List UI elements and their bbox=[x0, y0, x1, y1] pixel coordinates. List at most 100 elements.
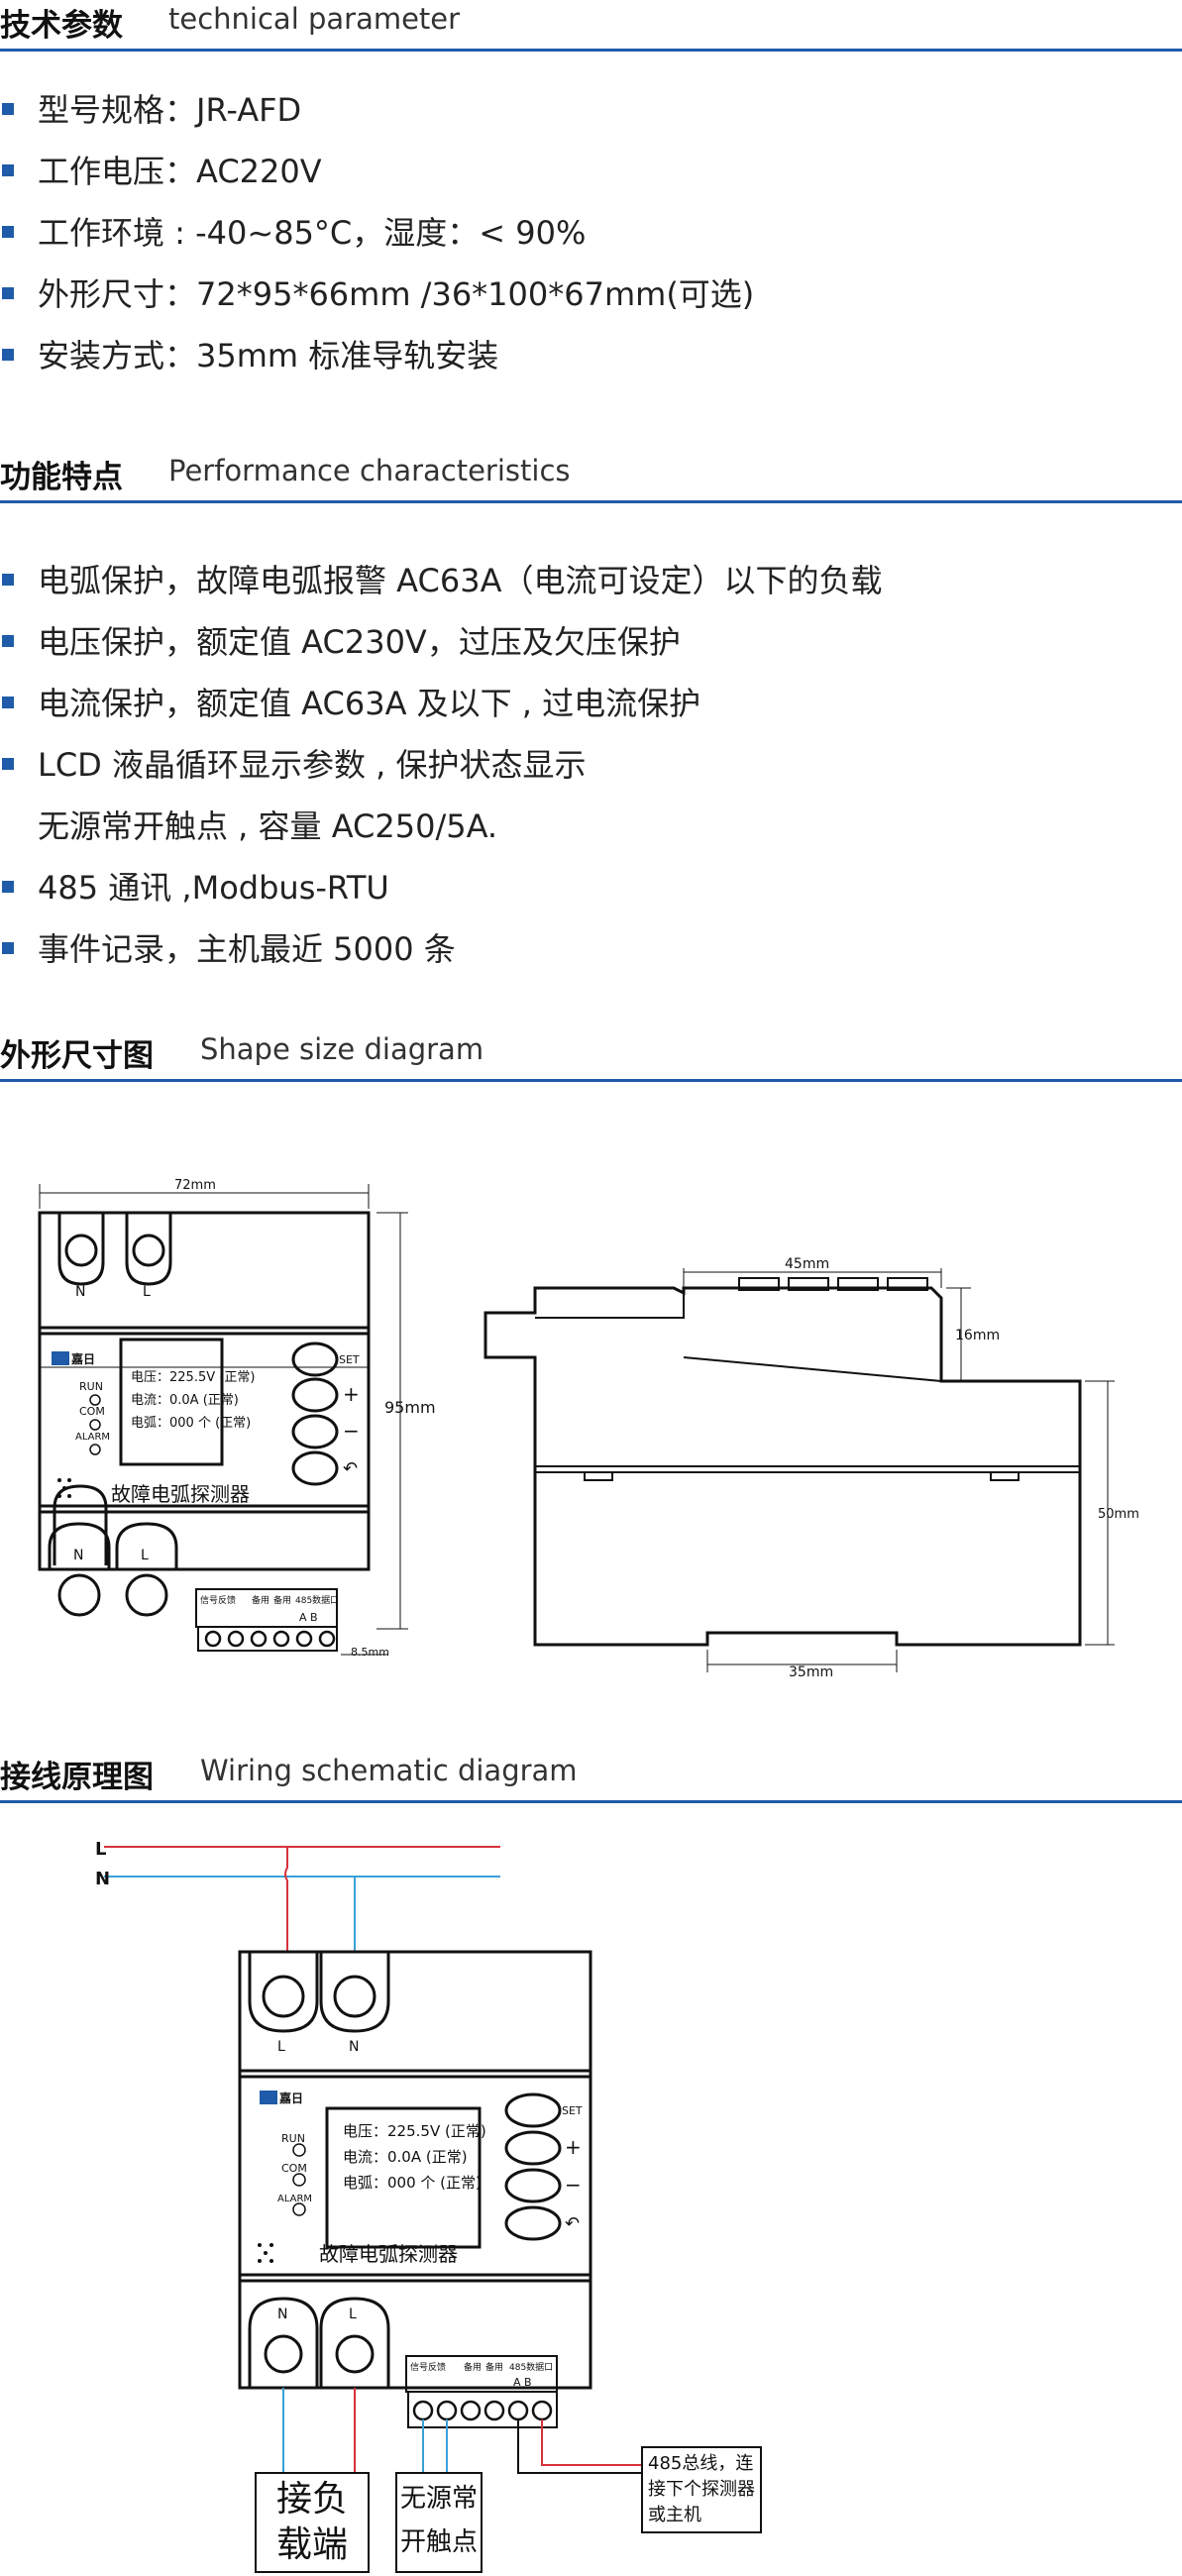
wiring-terminal-screws bbox=[412, 2400, 553, 2421]
section-title-en: Performance characteristics bbox=[168, 454, 571, 487]
list-item: 电压保护，额定值 AC230V，过压及欠压保护 bbox=[0, 611, 882, 673]
side-view bbox=[484, 1277, 1082, 1647]
list-item: 电流保护，额定值 AC63A 及以下 , 过电流保护 bbox=[0, 673, 882, 734]
speaker-icon bbox=[57, 1478, 71, 1498]
lcd-voltage: 电压：225.5V (正常) bbox=[131, 1370, 255, 1385]
list-item: 外形尺寸：72*95*66mm /36*100*67mm(可选) bbox=[0, 264, 754, 325]
wiring-led-com: COM bbox=[281, 2162, 307, 2175]
section-header-wiring: 接线原理图 Wiring schematic diagram bbox=[0, 1752, 1182, 1803]
wiring-upper-term-l: L bbox=[277, 2039, 285, 2055]
section-header-shape: 外形尺寸图 Shape size diagram bbox=[0, 1030, 1182, 1082]
contact-box bbox=[395, 2472, 483, 2573]
bullet-square-icon bbox=[2, 226, 14, 238]
shape-size-diagram: 嘉日 电压：225.5V (正常) 电流：0.0A (正常) 电弧：000 个 … bbox=[38, 1178, 1139, 1680]
bullet-square-icon bbox=[2, 287, 14, 299]
lcd-current: 电流：0.0A (正常) bbox=[131, 1393, 239, 1408]
load-box bbox=[255, 2472, 370, 2573]
list-item: 无源常开触点 , 容量 AC250/5A. bbox=[38, 807, 498, 845]
led-indicators bbox=[89, 1394, 101, 1455]
dim-base-label: 8.5mm bbox=[351, 1646, 389, 1659]
bullet-square-icon bbox=[2, 574, 14, 586]
wiring-lower-term-l: L bbox=[349, 2307, 357, 2322]
section-header-perf: 功能特点 Performance characteristics bbox=[0, 452, 1182, 503]
wiring-label-spare-1: 备用 bbox=[464, 2361, 482, 2373]
section-rule bbox=[0, 1079, 1182, 1082]
dim-width-label: 72mm bbox=[174, 1178, 216, 1193]
lcd-arc: 电弧：000 个 (正常) bbox=[131, 1416, 251, 1431]
dim-depth-label: 50mm bbox=[1098, 1507, 1139, 1522]
section-header-tech: 技术参数 technical parameter bbox=[0, 0, 1182, 52]
list-item: 485 通讯 ,Modbus-RTU bbox=[0, 857, 882, 918]
label-ab: A B bbox=[299, 1611, 318, 1624]
list-item: 工作电压：AC220V bbox=[0, 141, 754, 202]
section-rule bbox=[0, 500, 1182, 503]
label-signal: 信号反馈 bbox=[200, 1594, 236, 1606]
front-view bbox=[38, 1211, 371, 1652]
bullet-square-icon bbox=[2, 881, 14, 893]
led-run-label: RUN bbox=[79, 1380, 103, 1393]
bullet-square-icon bbox=[2, 349, 14, 361]
load-box-label: 接负载端 bbox=[275, 2479, 348, 2565]
label-spare-1: 备用 bbox=[252, 1594, 269, 1606]
bullet-square-icon bbox=[2, 164, 14, 176]
brand-logo-icon bbox=[52, 1351, 69, 1365]
tech-list: 型号规格：JR-AFD 工作电压：AC220V 工作环境 : -40~85°C，… bbox=[0, 79, 754, 386]
wiring-brand-logo-icon bbox=[260, 2091, 277, 2104]
line-l-label: L bbox=[95, 1839, 106, 1860]
btn-set-label: SET bbox=[339, 1353, 360, 1366]
label-spare-2: 备用 bbox=[273, 1594, 291, 1606]
contact-box-label: 无源常开触点 bbox=[399, 2484, 478, 2557]
list-item: LCD 液晶循环显示参数 , 保护状态显示 bbox=[0, 734, 882, 796]
label-485: 485数据口 bbox=[295, 1594, 339, 1606]
wiring-btn-set: SET bbox=[562, 2104, 583, 2117]
dim-top-label: 45mm bbox=[785, 1256, 829, 1272]
wiring-lcd-voltage: 电压：225.5V (正常) bbox=[343, 2122, 486, 2140]
front-lower-terminals bbox=[48, 1522, 178, 1569]
wiring-led-alarm: ALARM bbox=[277, 2194, 312, 2204]
bullet-square-icon bbox=[2, 942, 14, 954]
list-item: 工作环境 : -40~85°C，湿度：< 90% bbox=[0, 202, 754, 264]
wiring-diagram: L N 嘉日 RUN COM ALARM 电压：225.5V (正常) 电流：0… bbox=[95, 1839, 762, 2573]
section-title-en: Shape size diagram bbox=[200, 1032, 484, 1066]
wiring-led-indicators bbox=[292, 2143, 306, 2216]
wiring-label-signal: 信号反馈 bbox=[410, 2361, 446, 2373]
upper-term-n: N bbox=[75, 1284, 85, 1300]
section-title-zh: 外形尺寸图 bbox=[0, 1038, 154, 1074]
bullet-square-icon bbox=[2, 635, 14, 647]
dim-step-label: 16mm bbox=[955, 1328, 1000, 1343]
wiring-led-run: RUN bbox=[281, 2132, 305, 2145]
btn-plus-label: + bbox=[343, 1382, 360, 1406]
list-item: 型号规格：JR-AFD bbox=[0, 79, 754, 141]
wiring-upper-term-n: N bbox=[349, 2039, 359, 2055]
section-title-en: Wiring schematic diagram bbox=[200, 1754, 578, 1787]
lower-term-n: N bbox=[73, 1548, 83, 1563]
section-title-zh: 接线原理图 bbox=[0, 1760, 154, 1795]
wiring-device bbox=[238, 1950, 592, 2428]
section-title-zh: 技术参数 bbox=[0, 8, 123, 44]
line-n-label: N bbox=[95, 1869, 110, 1889]
section-rule bbox=[0, 49, 1182, 52]
bus-box-label: 485总线，连接下个探测器或主机 bbox=[648, 2453, 755, 2525]
brand-name: 嘉日 bbox=[70, 1351, 95, 1366]
dim-lines-front bbox=[39, 1184, 408, 1656]
list-item: 电弧保护，故障电弧报警 AC63A（电流可设定）以下的负载 bbox=[0, 550, 882, 611]
dim-lines-side bbox=[683, 1268, 1115, 1672]
wiring-speaker-icon bbox=[258, 2243, 273, 2263]
list-item: 事件记录，主机最近 5000 条 bbox=[0, 918, 882, 980]
wiring-btn-minus: − bbox=[565, 2173, 582, 2197]
upper-term-l: L bbox=[143, 1284, 151, 1300]
wiring-lower-term-n: N bbox=[277, 2307, 287, 2322]
wiring-lcd-current: 电流：0.0A (正常) bbox=[343, 2148, 468, 2166]
led-alarm-label: ALARM bbox=[75, 1432, 110, 1443]
wiring-label-ab: A B bbox=[513, 2376, 532, 2389]
bus-a-wire bbox=[517, 2419, 642, 2474]
return-icon: ↶ bbox=[343, 1458, 358, 1479]
wiring-return-icon: ↶ bbox=[565, 2213, 580, 2234]
lower-term-l: L bbox=[141, 1548, 149, 1563]
list-item: 安装方式：35mm 标准导轨安装 bbox=[0, 325, 754, 386]
bullet-square-icon bbox=[2, 697, 14, 708]
section-title-en: technical parameter bbox=[168, 2, 461, 36]
l-drop-wire bbox=[284, 1847, 288, 1952]
bullet-square-icon bbox=[2, 758, 14, 770]
wiring-label-spare-2: 备用 bbox=[485, 2361, 503, 2373]
